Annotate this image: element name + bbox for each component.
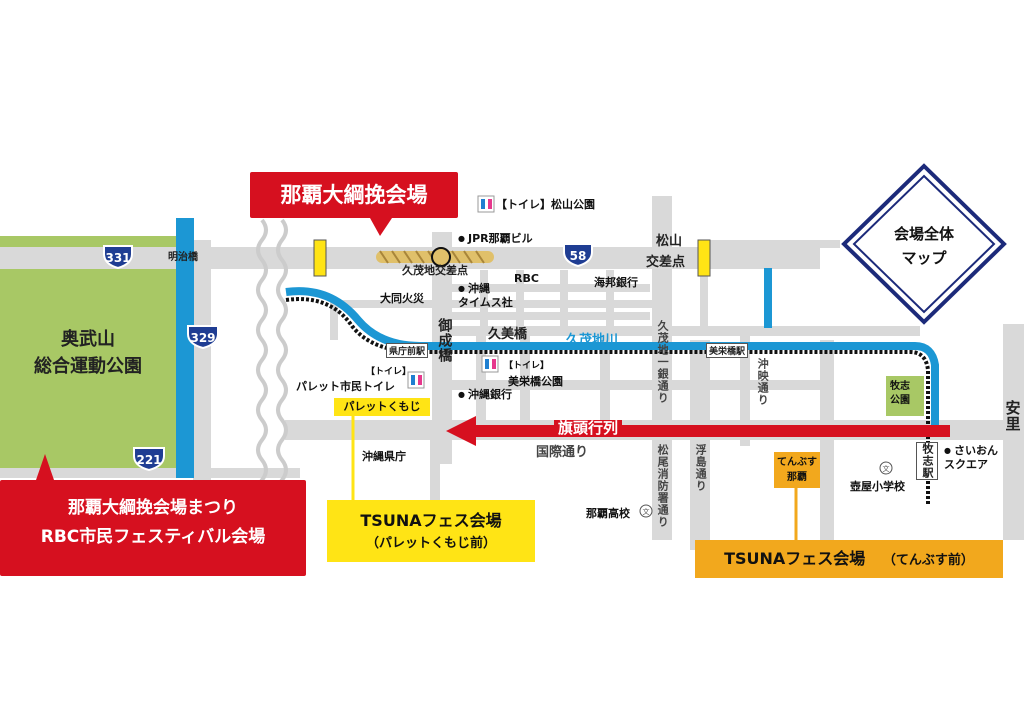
makishi-park-area [886, 376, 924, 416]
map-badge-line2: マップ [901, 249, 947, 267]
road-label-kumoji-ichigin: 久茂地一銀通り [656, 320, 670, 404]
tsuna-palette-title: TSUNAフェス会場 [360, 511, 502, 530]
station-kencho-mae: 県庁前駅 [386, 343, 429, 358]
road-label-kumoji-river: 久茂地川 [566, 333, 619, 348]
svg-text:329: 329 [190, 331, 215, 345]
toilet-icon [481, 355, 499, 373]
map-badge-icon [841, 163, 1007, 325]
poi-okinawa-times: 沖縄 タイムス社 [458, 282, 513, 311]
poi-naha-high: 那覇高校 [586, 507, 630, 520]
parade-label: 旗頭行列 [554, 420, 623, 437]
river-wave-2 [276, 218, 288, 502]
road-label-asato: 安里 [1003, 400, 1022, 432]
poi-palette-toilet-label: 【トイレ】 [366, 367, 412, 377]
tsuna-palette-sub: （パレットくもじ前） [365, 535, 496, 551]
tsuna-tenbusu-title: TSUNAフェス会場 [724, 549, 866, 568]
festival-venue-label: 那覇大綱挽会場まつり RBC市民フェスティバル会場 [0, 480, 306, 576]
svg-text:文: 文 [883, 464, 890, 473]
road-label-mie-bridge: 久美橋 [488, 327, 528, 342]
palette-kumoji-tag: パレットくもじ [334, 398, 430, 416]
poi-sai-on-square: さいおん スクエア [944, 444, 998, 473]
tsuna-tenbusu-sub: （てんぶす前） [882, 553, 974, 568]
monorail-line [285, 297, 930, 505]
poi-okinawa-bank: 沖縄銀行 [458, 386, 512, 404]
park-label: 奥武山 総合運動公園 [0, 326, 176, 380]
route-329-icon: 329 [187, 325, 219, 350]
poi-kaiho-bank: 海邦銀行 [594, 276, 638, 289]
kumoji-river-line [285, 287, 939, 430]
poi-palette-toilet: パレット市民トイレ [296, 380, 395, 393]
route-58-icon: 58 [563, 243, 593, 268]
station-miebashi: 美栄橋駅 [706, 343, 749, 358]
station-makishi: 牧志駅 [916, 442, 938, 480]
marker-right [697, 239, 711, 277]
svg-text:58: 58 [570, 249, 587, 263]
poi-okinawa-prefecture: 沖縄県庁 [362, 450, 406, 463]
tsuna-palette-label: TSUNAフェス会場 （パレットくもじ前） [327, 500, 535, 562]
road-label-matsuo-shobo: 松尾消防署通り [656, 444, 670, 528]
poi-mie-park: 美栄橋公園 [508, 375, 563, 388]
festival-venue-line2: RBC市民フェスティバル会場 [40, 526, 266, 547]
toilet-icon [477, 195, 495, 213]
road-label-ukishima: 浮島通り [694, 444, 708, 492]
road-label-kumoji-crossing: 久茂地交差点 [402, 264, 468, 277]
tenbusu-naha-tag: てんぶす 那覇 [774, 452, 820, 488]
tenbusu-tag-line1: てんぶす [777, 457, 817, 468]
venue-pointer [370, 218, 392, 236]
road-label-kokusai: 国際通り [536, 445, 589, 460]
map-badge-label: 会場全体 マップ [864, 222, 984, 270]
poi-tsuboya-school: 壺屋小学校 [850, 480, 905, 493]
park-name-line1: 奥武山 [61, 329, 115, 350]
blue-road-segment [764, 268, 772, 328]
svg-text:文: 文 [643, 507, 650, 516]
road-label-matsuyama-2: 交差点 [646, 255, 686, 270]
tsuna-tenbusu-label: TSUNAフェス会場 （てんぶす前） [695, 540, 1003, 578]
main-venue-label: 那覇大綱挽会場 [250, 172, 458, 218]
poi-daido-kasai: 大同火災 [380, 292, 424, 305]
svg-text:221: 221 [136, 453, 161, 467]
route-331-icon: 331 [103, 245, 133, 270]
river-wave-1 [256, 218, 268, 502]
poi-toilet-mie-label: 【トイレ】 [504, 361, 550, 371]
route-221-icon: 221 [133, 447, 165, 472]
map-badge-line1: 会場全体 [893, 225, 954, 243]
road-network [0, 196, 1024, 550]
poi-rbc: RBC [514, 272, 539, 285]
poi-jpr-naha: JPR那覇ビル [458, 230, 533, 246]
road-label-meiji-bridge: 明治橋 [168, 252, 198, 263]
canal [176, 218, 194, 478]
school-icon: 文 [639, 504, 653, 518]
tenbusu-tag-line2: 那覇 [787, 472, 807, 483]
poi-makishi-park: 牧志 公園 [890, 381, 910, 406]
road-label-okiei: 沖映通り [756, 358, 770, 406]
park-name-line2: 総合運動公園 [34, 356, 142, 377]
road-label-goseibashi: 御成橋 [436, 318, 453, 363]
poi-toilet-matsuyama: 【トイレ】松山公園 [496, 198, 595, 211]
festival-pointer [36, 454, 54, 480]
festival-venue-line1: 那覇大綱挽会場まつり [68, 498, 238, 518]
road-label-matsuyama-1: 松山 [656, 234, 683, 249]
marker-left [313, 239, 327, 277]
park-area [0, 236, 176, 468]
rope-icon [376, 247, 494, 267]
school-icon: 文 [879, 461, 893, 475]
toilet-icon [407, 371, 425, 389]
svg-text:331: 331 [105, 251, 130, 265]
